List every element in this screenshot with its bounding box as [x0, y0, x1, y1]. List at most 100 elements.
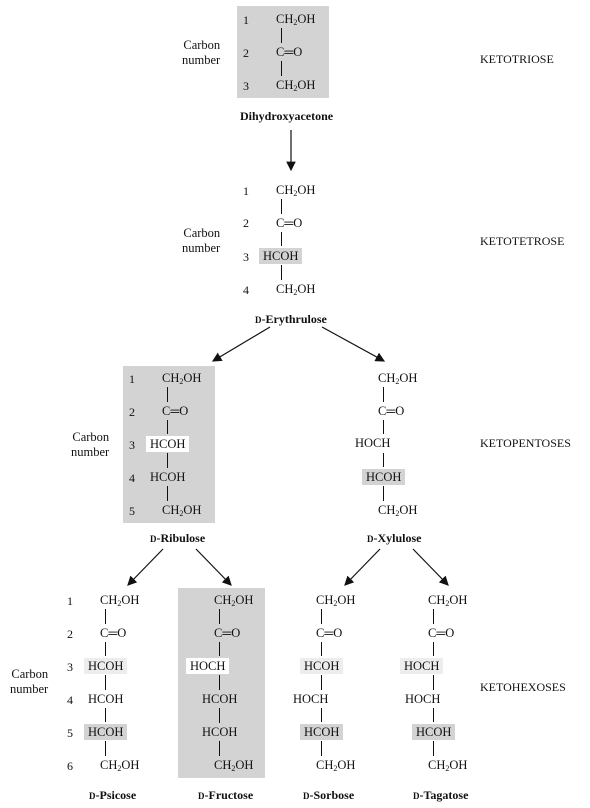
hoch-group: HOCH: [405, 692, 441, 706]
sugar-name-xylulose: D-Xylulose: [367, 531, 422, 545]
ch2oh-group: CH2OH: [378, 371, 418, 386]
hoch-group-highlighted: HOCH: [186, 658, 230, 674]
hoch-group: HOCH: [355, 436, 391, 450]
ch2oh-group: CH2OH: [100, 758, 140, 773]
sugar-name-fructose: D-Fructose: [198, 788, 254, 802]
carbon-number: 2: [129, 405, 135, 419]
bond: [433, 708, 434, 722]
level-label-ketopentoses: KETOPENTOSES: [480, 436, 571, 450]
carbon-number: 1: [243, 13, 249, 27]
bond: [321, 609, 322, 624]
bond: [167, 453, 168, 468]
sugar-name-erythrulose: D-Erythrulose: [255, 312, 327, 326]
carbonyl-group: C═O: [316, 626, 343, 640]
bond: [281, 61, 282, 76]
ch2oh-group: CH2OH: [316, 593, 356, 608]
fructose-panel: [178, 588, 265, 778]
hcoh-group-highlighted: HCOH: [146, 436, 190, 452]
bond: [433, 741, 434, 756]
carbon-label-line1: Carbon: [183, 226, 221, 240]
carbon-number-label: Carbon number: [182, 226, 220, 256]
carbonyl-group: C═O: [214, 626, 241, 640]
bond: [167, 486, 168, 501]
hcoh-group: HCOH: [202, 692, 238, 706]
hcoh-group-highlighted: HCOH: [412, 724, 456, 740]
bond: [219, 708, 220, 723]
bond: [321, 642, 322, 656]
carbon-number: 4: [67, 693, 73, 707]
bond: [321, 675, 322, 690]
carbon-number: 1: [129, 372, 135, 386]
hcoh-group-highlighted: HCOH: [362, 469, 406, 485]
bond: [219, 741, 220, 756]
hoch-group-highlighted: HOCH: [400, 658, 444, 674]
ch2oh-group: CH2OH: [276, 183, 316, 198]
bond: [433, 642, 434, 656]
bond: [281, 265, 282, 280]
bond: [281, 232, 282, 246]
carbon-label-line2: number: [71, 445, 110, 459]
carbon-number: 3: [129, 438, 135, 452]
bond: [383, 486, 384, 501]
bond: [383, 387, 384, 402]
bond: [167, 387, 168, 402]
carbon-number: 5: [129, 504, 135, 518]
bond: [433, 609, 434, 624]
carbon-label-line2: number: [10, 682, 49, 696]
sugar-name-tagatose: D-Tagatose: [413, 788, 469, 802]
level-label-ketotriose: KETOTRIOSE: [480, 52, 554, 66]
bond: [105, 609, 106, 624]
level-label-ketohexoses: KETOHEXOSES: [480, 680, 566, 694]
ch2oh-group: CH2OH: [316, 758, 356, 773]
carbon-number: 2: [67, 627, 73, 641]
arrow-xylulose-to-tagatose: [412, 548, 449, 586]
ch2oh-group: CH2OH: [428, 593, 468, 608]
carbon-number: 2: [243, 216, 249, 230]
ch2oh-group: CH2OH: [162, 371, 202, 386]
bond: [105, 675, 106, 690]
arrow-xylulose-to-sorbose: [344, 548, 381, 586]
bond: [105, 708, 106, 722]
carbon-label-line2: number: [182, 53, 221, 67]
dihydroxyacetone-panel: [237, 6, 329, 98]
bond: [219, 609, 220, 624]
ch2oh-group: CH2OH: [214, 758, 254, 773]
sugar-name-dihydroxyacetone: Dihydroxyacetone: [240, 109, 334, 123]
carbon-label-line1: Carbon: [183, 38, 221, 52]
hcoh-group: HCOH: [202, 725, 238, 739]
sugar-name-ribulose: D-Ribulose: [150, 531, 206, 545]
ch2oh-group: CH2OH: [428, 758, 468, 773]
arrow-ribulose-to-fructose: [195, 548, 232, 586]
hcoh-group-highlighted: HCOH: [259, 248, 303, 264]
carbon-number: 4: [243, 283, 249, 297]
bond: [321, 708, 322, 722]
carbon-number: 4: [129, 471, 135, 485]
bond: [219, 642, 220, 656]
carbon-number-label: Carbon number: [71, 430, 109, 460]
bond: [281, 199, 282, 214]
carbon-label-line2: number: [182, 241, 221, 255]
bond: [433, 675, 434, 690]
ch2oh-group: CH2OH: [276, 12, 316, 27]
carbon-label-line1: Carbon: [72, 430, 110, 444]
carbonyl-group: C═O: [276, 45, 303, 59]
ch2oh-group: CH2OH: [276, 78, 316, 93]
ch2oh-group: CH2OH: [162, 503, 202, 518]
arrow-ribulose-to-psicose: [127, 548, 164, 586]
carbon-number: 3: [243, 250, 249, 264]
bond: [219, 675, 220, 690]
hcoh-group-highlighted: HCOH: [84, 724, 128, 740]
hcoh-group: HCOH: [88, 692, 124, 706]
carbonyl-group: C═O: [428, 626, 455, 640]
arrow-erythrulose-to-xylulose: [321, 326, 386, 362]
bond: [321, 741, 322, 756]
hcoh-group-highlighted: HCOH: [300, 658, 344, 674]
carbon-number: 3: [67, 660, 73, 674]
bond: [105, 741, 106, 756]
bond: [281, 28, 282, 43]
level-label-ketotetrose: KETOTETROSE: [480, 234, 565, 248]
ch2oh-group: CH2OH: [100, 593, 140, 608]
carbonyl-group: C═O: [100, 626, 127, 640]
